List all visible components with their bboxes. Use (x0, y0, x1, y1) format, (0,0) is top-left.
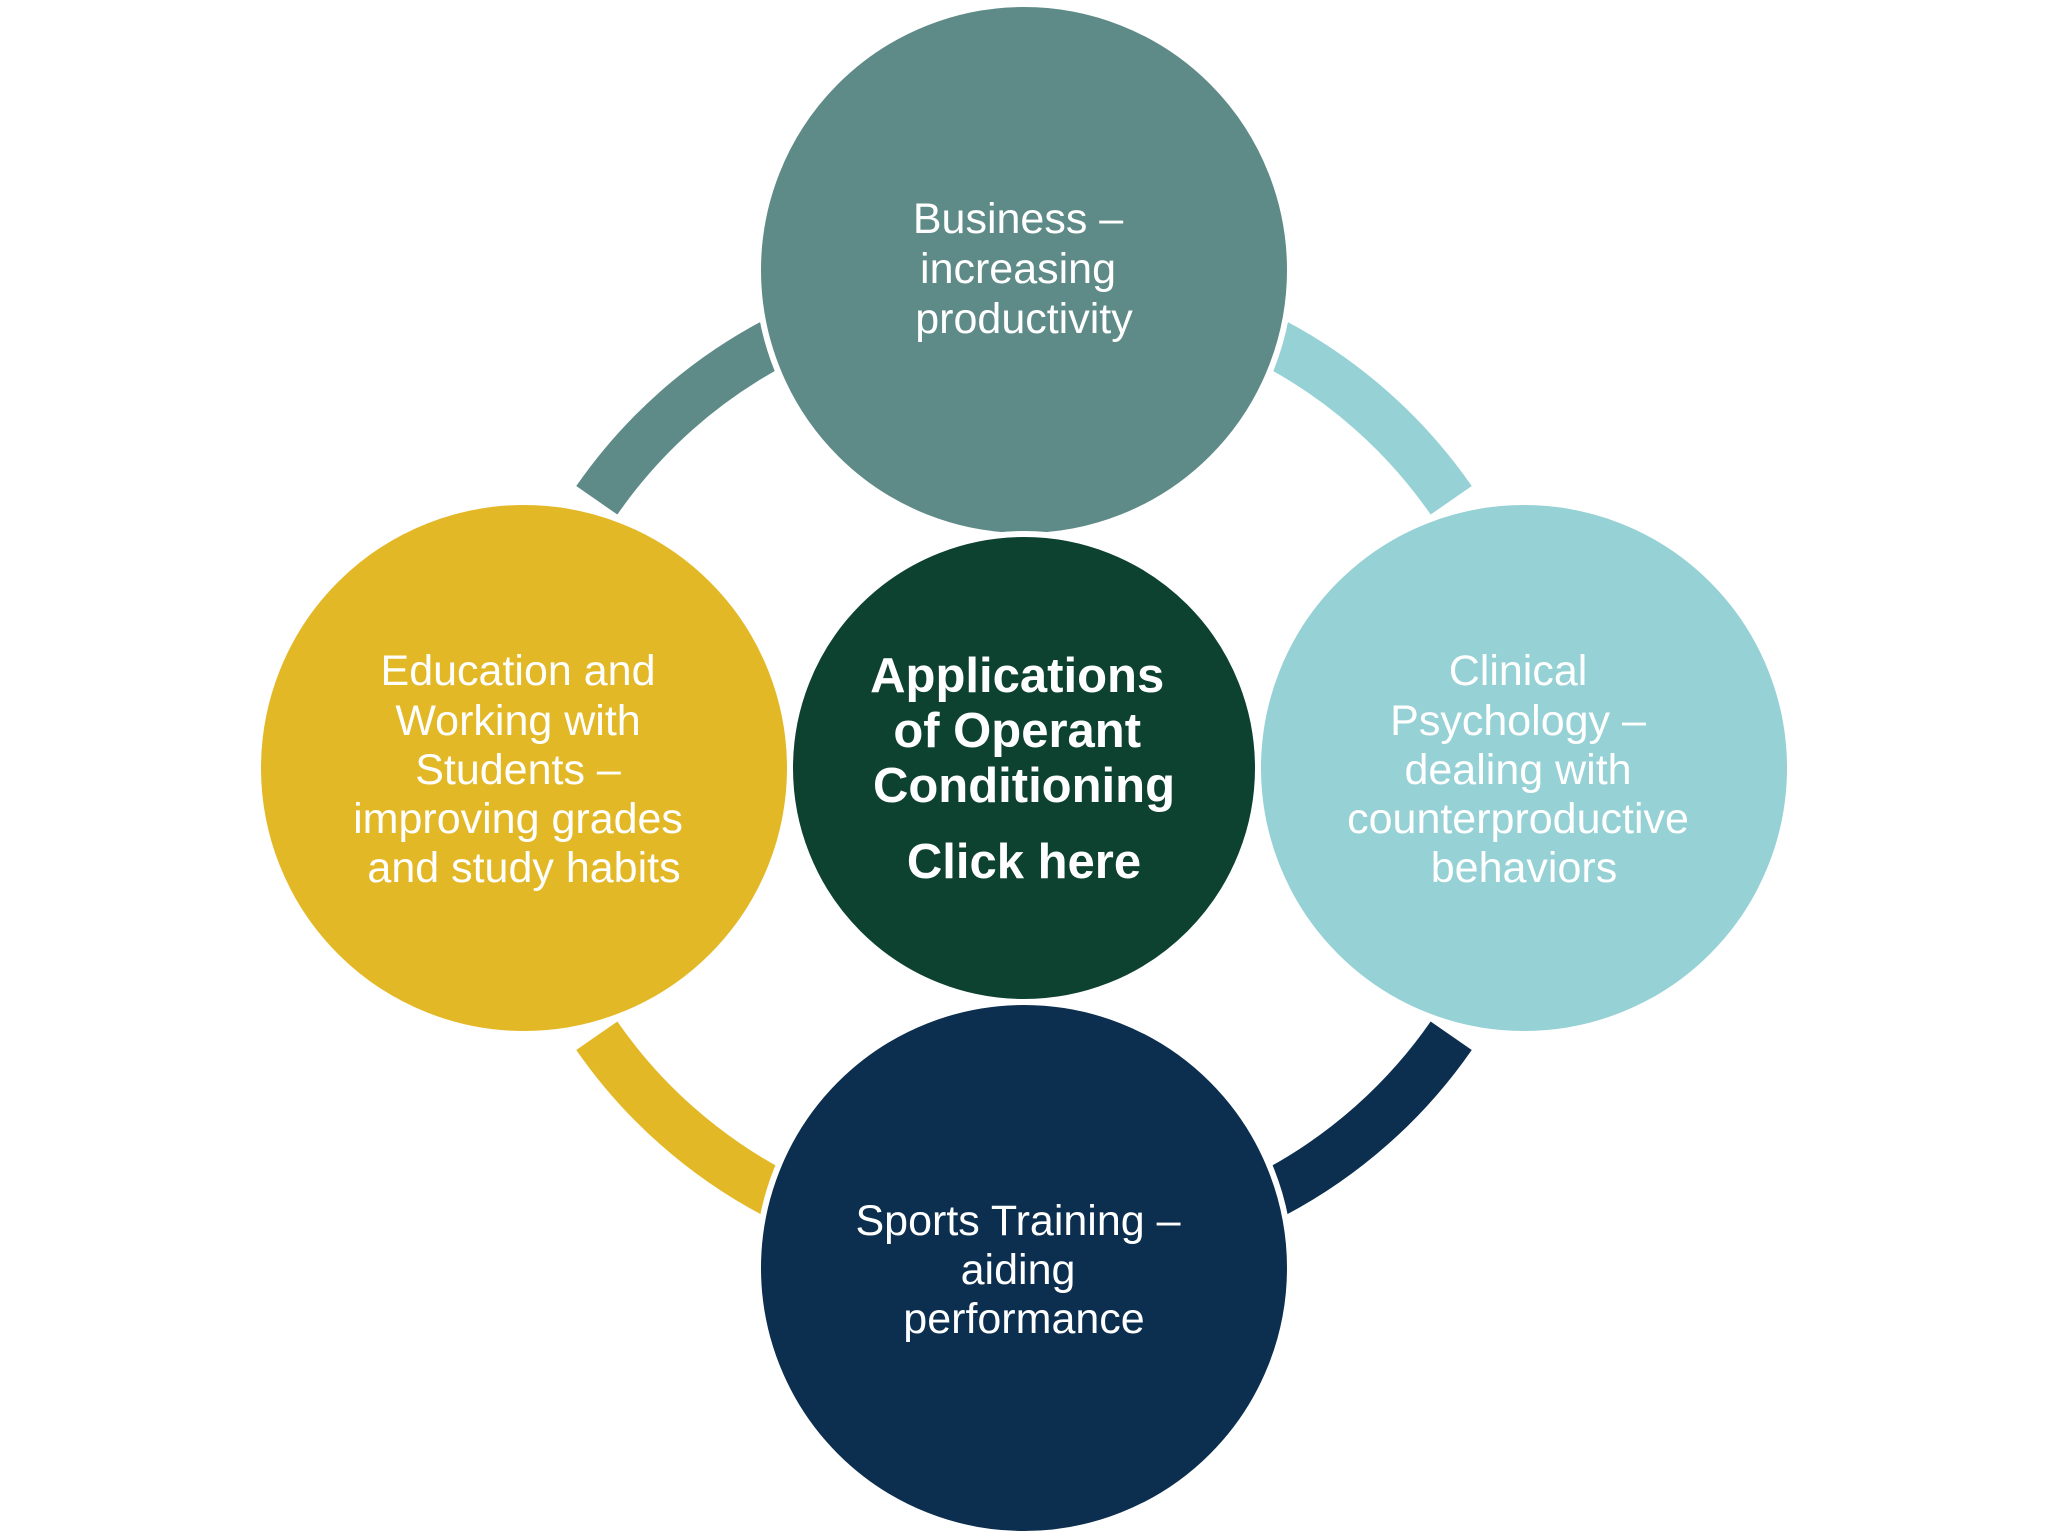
ring-arc-education-business (576, 320, 787, 515)
clinical-label-line: counterproductive (1347, 795, 1689, 843)
education-label-line: improving grades (353, 795, 683, 843)
center-title-line: Applications (870, 649, 1164, 703)
clinical-label-line: behaviors (1431, 844, 1617, 892)
clinical-label-line: dealing with (1404, 746, 1631, 794)
business-label: Business – increasing productivity (913, 195, 1135, 343)
business-node: Business – increasing productivity (755, 1, 1293, 539)
center-title-line: of Operant (893, 704, 1141, 758)
ring-arc-business-clinical (1261, 320, 1472, 515)
business-label-line: Business – (913, 195, 1123, 243)
education-label-line: Education and (381, 647, 656, 695)
clinical-label-line: Psychology – (1390, 697, 1646, 745)
education-label: Education and Working with Students – im… (353, 647, 695, 892)
center-circle (787, 531, 1261, 1005)
education-node: Education and Working with Students – im… (255, 499, 793, 1037)
education-label-line: and study habits (367, 844, 680, 892)
business-label-line: productivity (915, 295, 1133, 343)
clinical-psychology-node: Clinical Psychology – dealing with count… (1255, 499, 1793, 1037)
sports-label-line: aiding (961, 1246, 1076, 1294)
ring-arc-clinical-sports (1261, 1021, 1472, 1216)
education-label-line: Students – (415, 746, 621, 794)
business-label-line: increasing (920, 245, 1116, 293)
center-node: Applications of Operant Conditioning Cli… (787, 531, 1261, 1005)
education-label-line: Working with (395, 697, 640, 745)
center-title: Applications of Operant Conditioning (870, 649, 1178, 813)
clinical-label-line: Clinical (1449, 647, 1588, 695)
sports-training-label: Sports Training – aiding performance (855, 1197, 1192, 1343)
sports-label-line: performance (903, 1295, 1144, 1343)
sports-training-node: Sports Training – aiding performance (755, 999, 1293, 1536)
clinical-psychology-label: Clinical Psychology – dealing with count… (1347, 647, 1701, 892)
center-title-line: Conditioning (873, 759, 1175, 813)
ring-arc-sports-education (576, 1021, 787, 1216)
click-here-link[interactable]: Click here (907, 835, 1141, 889)
sports-label-line: Sports Training – (855, 1197, 1180, 1245)
